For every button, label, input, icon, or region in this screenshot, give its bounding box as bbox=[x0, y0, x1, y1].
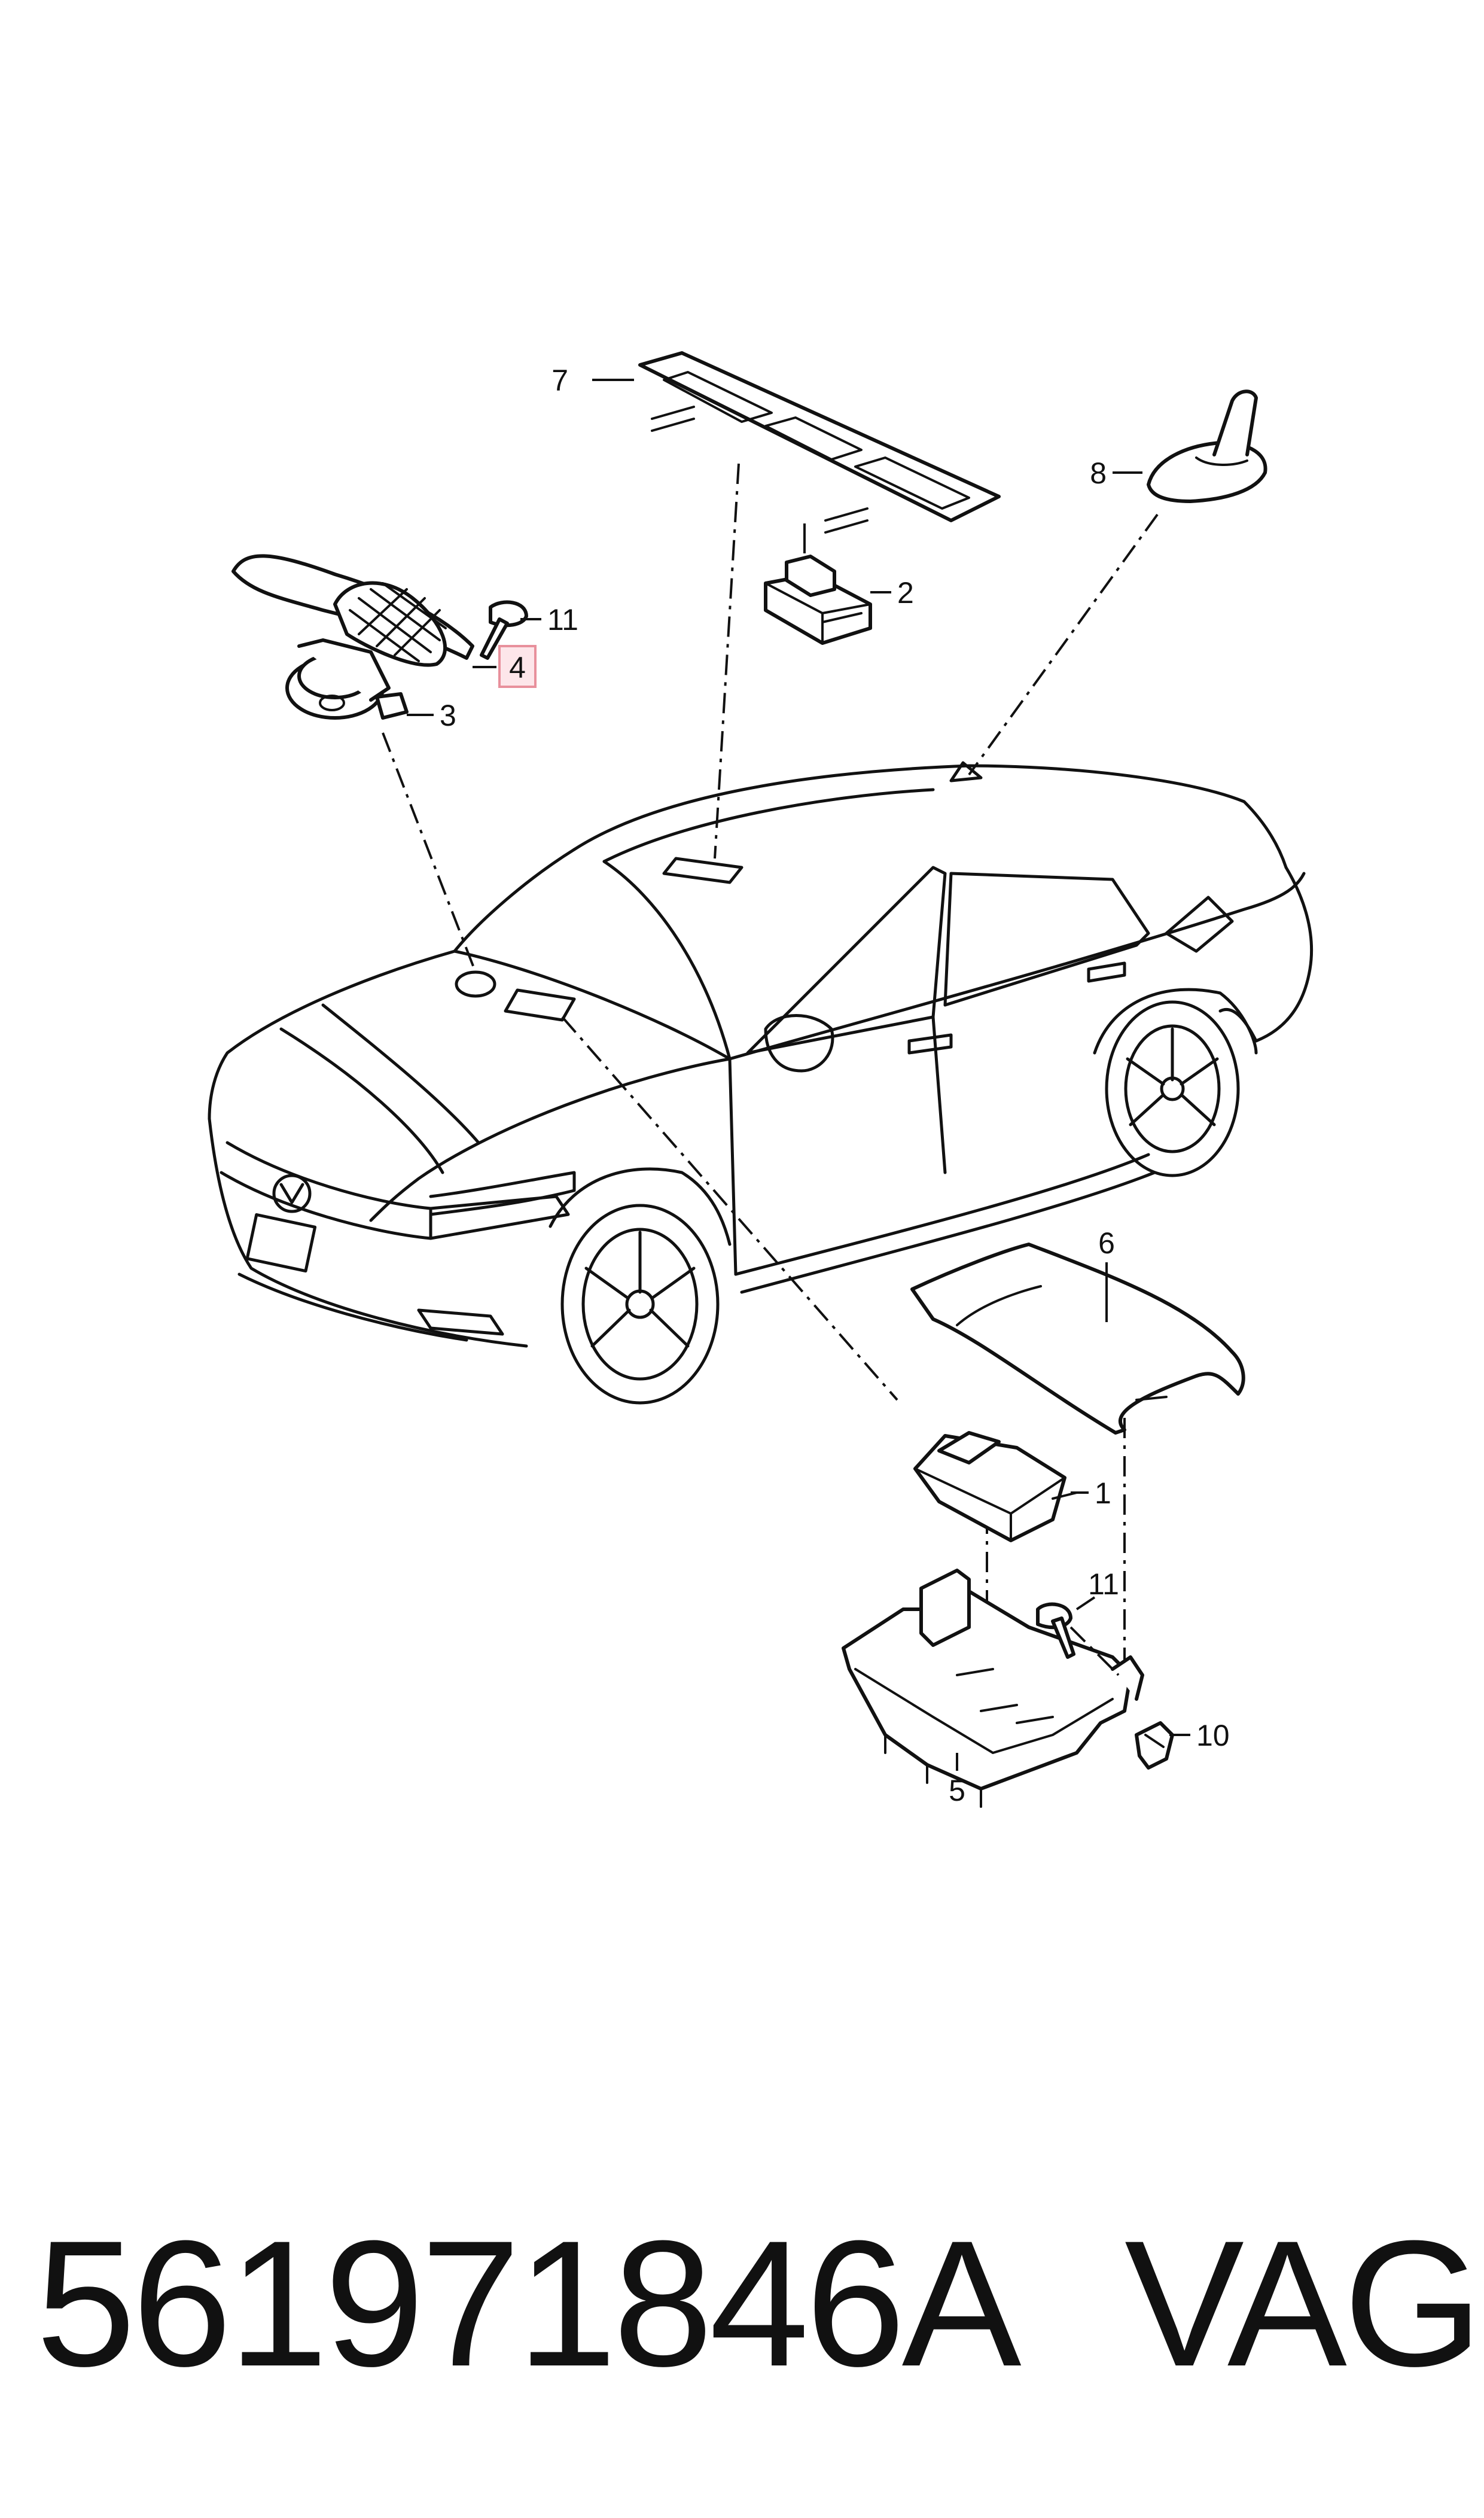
part-10-clip bbox=[1135, 1721, 1174, 1770]
vehicle-outline bbox=[208, 761, 1314, 1405]
part-3-speaker bbox=[285, 638, 409, 720]
callout-1: 1 bbox=[1095, 1476, 1111, 1510]
part-4-grille-cover bbox=[231, 554, 474, 667]
part-1-control-unit bbox=[913, 1431, 1078, 1542]
part-11-screw-top bbox=[480, 600, 528, 660]
callout-ticks bbox=[407, 379, 1190, 1771]
callout-4: 4 bbox=[509, 651, 526, 684]
part-8-antenna bbox=[1147, 389, 1267, 503]
callout-11-bottom: 11 bbox=[1088, 1567, 1119, 1601]
callout-8: 8 bbox=[1090, 456, 1107, 490]
part-11-screw-bottom bbox=[1036, 1602, 1120, 1676]
part-2-module bbox=[764, 555, 872, 645]
part-7-roof-panel bbox=[638, 351, 1001, 534]
callout-labels: 7 2 8 11 4 3 6 1 11 10 5 bbox=[440, 364, 1230, 1807]
callout-11-top: 11 bbox=[547, 603, 578, 637]
callout-10: 10 bbox=[1196, 1719, 1230, 1752]
part-5-bracket bbox=[842, 1569, 1144, 1808]
part-6-trim-panel bbox=[910, 1243, 1245, 1435]
part-number-label: 561971846A bbox=[36, 2203, 1022, 2404]
callout-7: 7 bbox=[551, 364, 568, 397]
callout-2: 2 bbox=[897, 576, 914, 610]
leader-lines bbox=[382, 463, 1159, 1723]
brand-label: VAG bbox=[1125, 2203, 1483, 2404]
callout-3: 3 bbox=[440, 699, 456, 732]
callout-6: 6 bbox=[1098, 1226, 1115, 1260]
callout-4-highlight bbox=[498, 645, 537, 688]
callout-5: 5 bbox=[949, 1774, 965, 1807]
